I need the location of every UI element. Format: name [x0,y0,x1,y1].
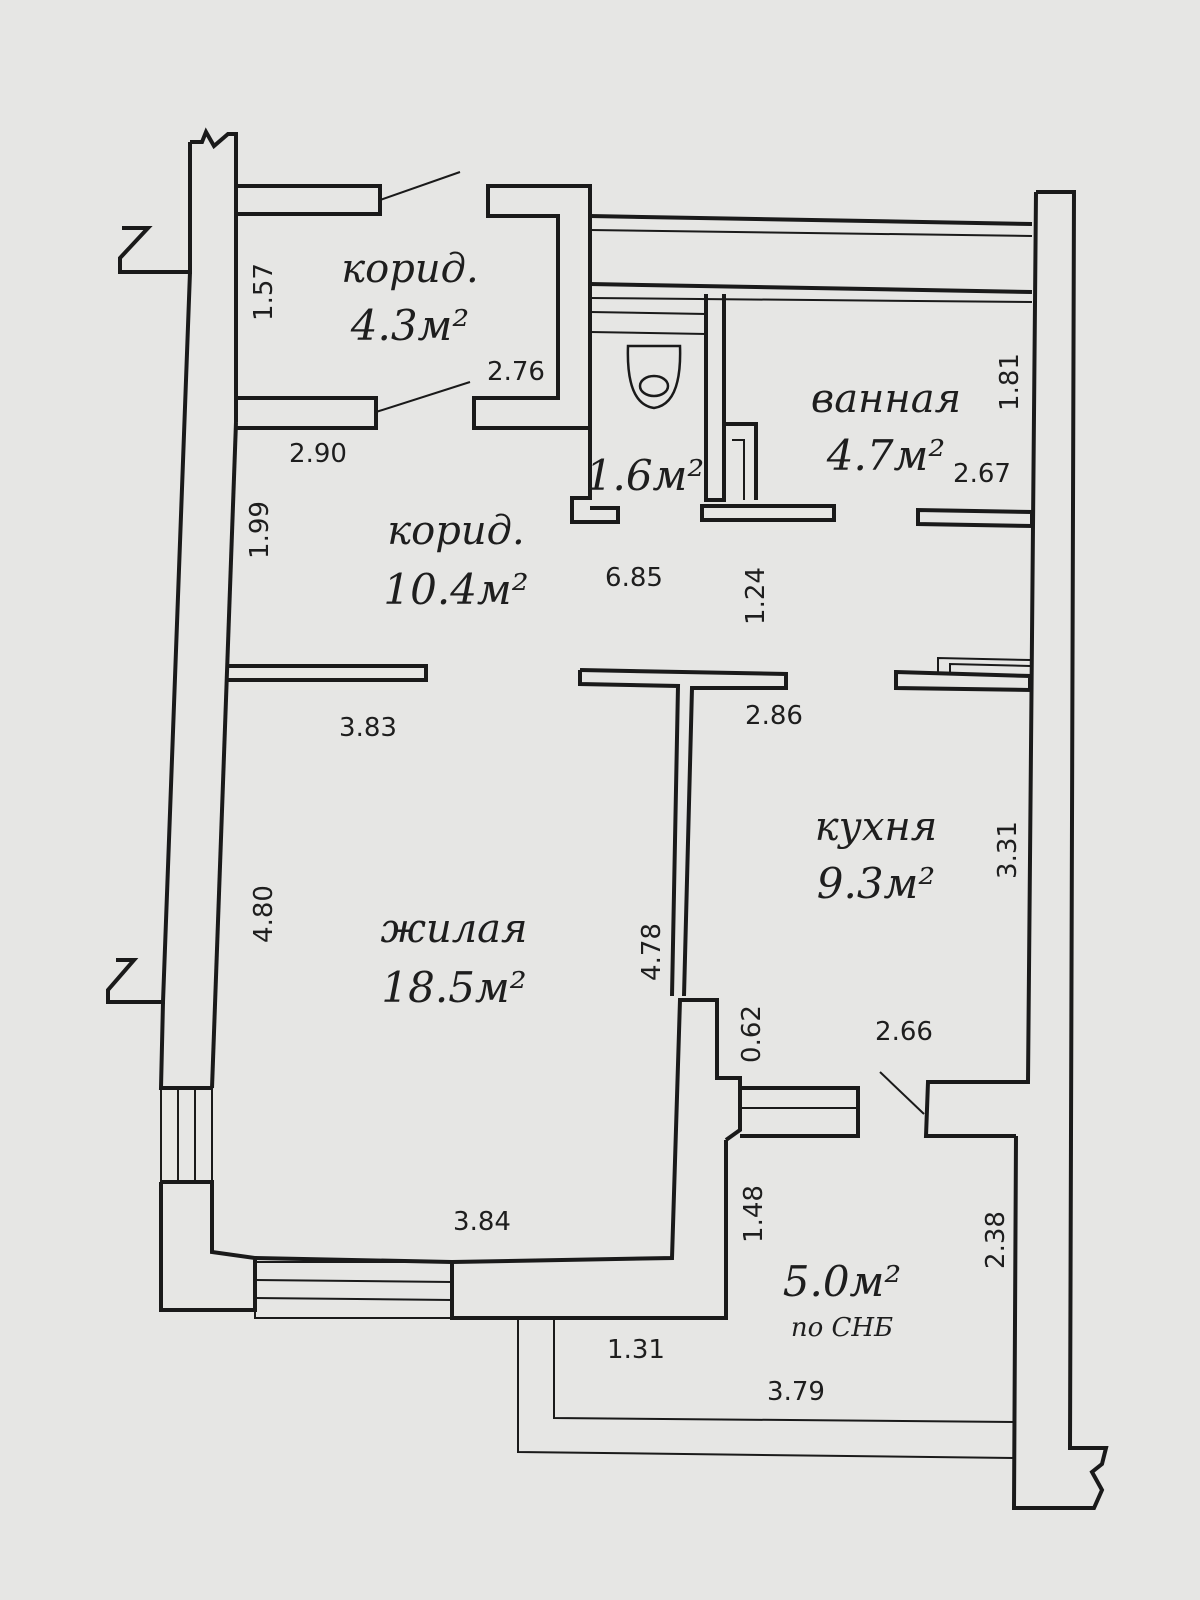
room-name: корид. [341,246,478,292]
dimension-label: 3.31 [993,821,1023,879]
dimension-label: 2.76 [487,357,545,387]
dimension-label: 4.78 [637,923,667,981]
dimension-label: 2.38 [981,1211,1011,1269]
dimension-label: 3.84 [453,1207,511,1237]
balcony-door [740,1071,925,1138]
room-corridor-small: корид. 4.3м² [341,246,478,350]
right-exterior-wall [923,190,1109,1510]
room-bathroom: ванная 4.7м² [811,376,961,480]
dimension-label: 4.80 [249,885,279,943]
dimension-label: 3.79 [767,1377,825,1407]
dimension-labels: 1.57 2.76 2.90 1.81 2.67 1.99 6.85 1.24 … [245,263,1025,1407]
balcony-outline [517,1318,1015,1459]
dimension-label: 1.24 [741,567,771,625]
dimension-label: 2.86 [745,701,803,731]
room-living: жилая 18.5м² [380,906,527,1012]
room-area: 1.6м² [586,451,704,500]
room-area: 4.3м² [350,301,469,350]
room-name: жилая [380,906,527,952]
left-exterior-wall [106,127,238,1090]
left-window [160,1087,213,1183]
bathroom-walls [700,422,1034,529]
dimension-label: 2.90 [289,439,347,469]
dimension-label: 2.67 [953,459,1011,489]
room-balcony: 5.0м² по СНБ [783,1257,901,1343]
room-area: 9.3м² [817,859,935,908]
dimension-label: 1.57 [249,263,279,321]
bottom-window [254,1261,453,1319]
room-area: 18.5м² [381,963,526,1012]
room-note: по СНБ [791,1313,893,1343]
room-area: 5.0м² [783,1257,901,1306]
dimension-label: 1.48 [739,1185,769,1243]
dimension-label: 0.62 [737,1005,767,1063]
dimension-label: 1.99 [245,501,275,559]
middle-partitions [228,656,1032,997]
dimension-label: 1.81 [995,353,1025,411]
room-name: кухня [815,804,937,850]
room-area: 10.4м² [383,565,528,614]
toilet-walls [570,294,726,524]
bottom-living-wall [159,998,742,1320]
room-name: корид. [387,508,524,554]
dimension-label: 1.31 [607,1335,665,1365]
top-shaft-band [589,214,1033,303]
toilet-icon [626,344,682,410]
entrance-walls [236,171,592,430]
room-corridor-main: корид. 10.4м² [383,508,528,614]
room-toilet: 1.6м² [586,451,704,500]
room-area: 4.7м² [826,431,945,480]
dimension-label: 3.83 [339,713,397,743]
dimension-label: 2.66 [875,1017,933,1047]
room-name: ванная [811,376,961,422]
room-kitchen: кухня 9.3м² [815,804,937,908]
dimension-label: 6.85 [605,563,663,593]
